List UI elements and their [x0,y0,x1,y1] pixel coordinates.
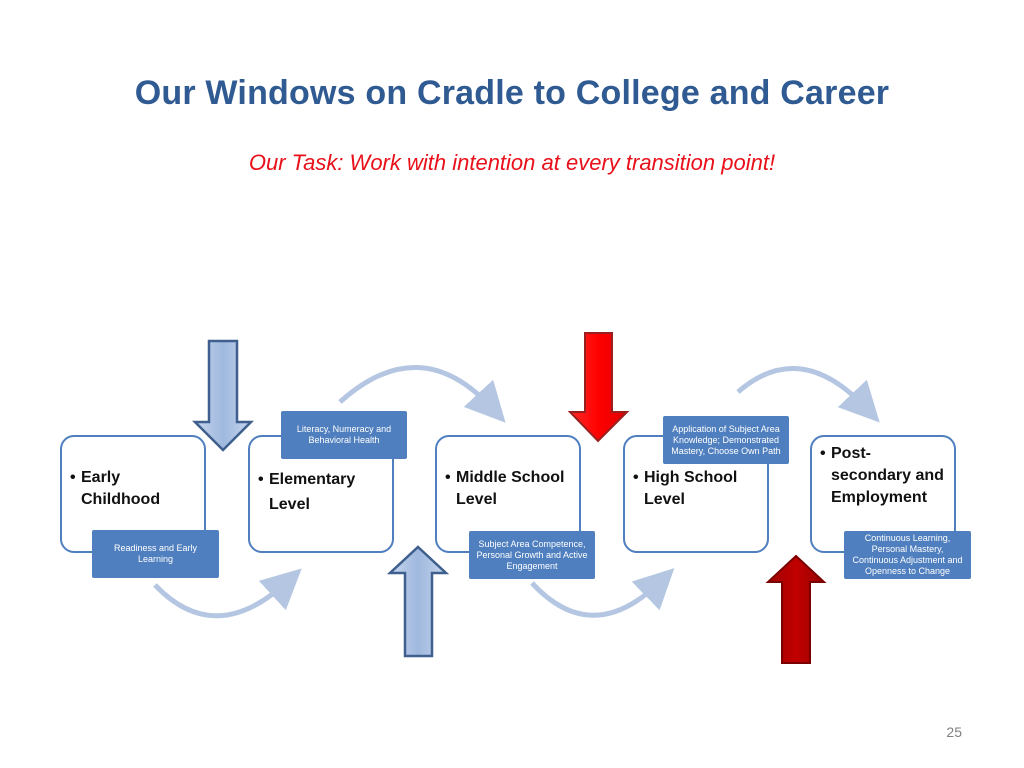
stage-caption: Literacy, Numeracy and Behavioral Health [281,411,407,459]
stage-caption: Continuous Learning, Personal Mastery, C… [844,531,971,579]
down-arrow-icon [191,339,255,452]
up-arrow-icon [765,554,827,664]
curved-arrow-icon [736,366,880,423]
slide-subtitle: Our Task: Work with intention at every t… [248,150,776,175]
page-number: 25 [946,724,962,740]
stage-caption: Readiness and Early Learning [92,530,219,578]
stage-label: Elementary Level [258,467,388,517]
curved-arrow-icon [153,568,302,619]
slide-title: Our Windows on Cradle to College and Car… [134,74,890,112]
curved-arrow-icon [530,568,675,618]
curved-arrow-icon [338,365,506,423]
stage-caption: Subject Area Competence, Personal Growth… [469,531,595,579]
stage-label: Early Childhood [70,467,200,511]
stage-label: Post-secondary and Employment [820,443,950,509]
stage-label: Middle School Level [445,467,575,511]
up-arrow-icon [386,545,450,658]
down-arrow-icon [567,332,630,443]
stage-caption: Application of Subject Area Knowledge; D… [663,416,789,464]
stage-label: High School Level [633,467,763,511]
